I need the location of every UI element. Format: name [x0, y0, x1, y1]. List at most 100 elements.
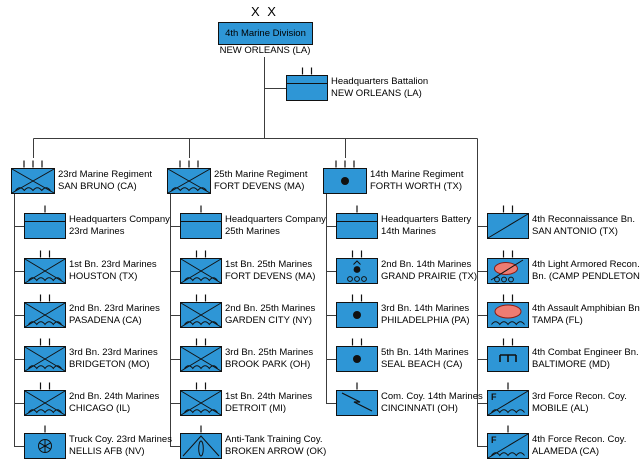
unit-name: 4th Force Recon. Coy. [532, 434, 627, 445]
artillery-towed-icon [336, 248, 378, 284]
unit-location: GARDEN CITY (NY) [225, 315, 312, 326]
unit-location: NEW ORLEANS (LA) [331, 88, 422, 99]
force-recon-icon: F [487, 423, 529, 459]
signal-icon [336, 380, 378, 416]
unit-name: 4th Combat Engineer Bn. [532, 347, 639, 358]
infantry-amphibious-icon [180, 292, 222, 328]
unit-name: 23rd Marine Regiment [58, 169, 152, 180]
unit-name: Headquarters Battery [381, 214, 472, 225]
echelon-marks [502, 294, 514, 302]
unit-location: SEAL BEACH (CA) [381, 359, 463, 370]
unit-name: 1st Bn. 25th Marines [225, 259, 313, 270]
unit-name: 2nd Bn. 23rd Marines [69, 303, 160, 314]
svg-text:F: F [491, 392, 497, 402]
division-location: NEW ORLEANS (LA) [219, 45, 311, 56]
echelon-marks [179, 160, 199, 168]
unit-name: Headquarters Battalion [331, 76, 429, 87]
headquarters-icon [24, 203, 66, 239]
echelon-marks [335, 160, 355, 168]
echelon-marks [39, 382, 51, 390]
unit-location: Bn. (CAMP PENDLETON [532, 271, 640, 282]
force-recon-icon: F [487, 380, 529, 416]
unit-name: 2nd Bn. 25th Marines [225, 303, 316, 314]
unit-label: Anti-Tank Training Coy.BROKEN ARROW (OK) [225, 434, 326, 458]
division-echelon-marks: X X [251, 4, 278, 19]
echelon-marks [351, 338, 363, 346]
unit-name: 5th Bn. 14th Marines [381, 347, 469, 358]
unit-label: 4th Reconnaissance Bn.SAN ANTONIO (TX) [532, 214, 635, 238]
unit-name: 1st Bn. 23rd Marines [69, 259, 157, 270]
division-node: 4th Marine Division [218, 22, 313, 45]
unit-label: 4th Light Armored Recon.Bn. (CAMP PENDLE… [532, 259, 640, 283]
unit-location: SAN BRUNO (CA) [58, 181, 137, 192]
echelon-marks [23, 160, 43, 168]
echelon-marks [351, 294, 363, 302]
unit-name: 3rd Bn. 23rd Marines [69, 347, 158, 358]
unit-name: Anti-Tank Training Coy. [225, 434, 323, 445]
echelon-marks [39, 338, 51, 346]
infantry-amphibious-icon [167, 158, 211, 194]
anti-tank-missile-icon [180, 423, 222, 459]
infantry-amphibious-icon [24, 292, 66, 328]
unit-label: 3rd Force Recon. Coy.MOBILE (AL) [532, 391, 627, 415]
echelon-marks [39, 250, 51, 258]
unit-name: Headquarters Company [69, 214, 170, 225]
artillery-icon [336, 336, 378, 372]
unit-location: BALTIMORE (MD) [532, 359, 610, 370]
echelon-marks [195, 294, 207, 302]
infantry-amphibious-icon [180, 380, 222, 416]
unit-name: 4th Reconnaissance Bn. [532, 214, 635, 225]
unit-location: BRIDGETON (MO) [69, 359, 150, 370]
unit-location: 14th Marines [381, 226, 436, 237]
unit-name: Com. Coy. 14th Marines [381, 391, 483, 402]
unit-location: NELLIS AFB (NV) [69, 446, 145, 457]
infantry-amphibious-icon [180, 336, 222, 372]
unit-location: BROKEN ARROW (OK) [225, 446, 327, 457]
unit-location: FORT DEVENS (MA) [214, 181, 305, 192]
echelon-marks [502, 205, 514, 213]
headquarters-icon [286, 65, 328, 101]
assault-amphibian-icon [487, 292, 529, 328]
artillery-icon [336, 292, 378, 328]
unit-label: 4th Combat Engineer Bn.BALTIMORE (MD) [532, 347, 639, 371]
unit-label: 4th Force Recon. Coy.ALAMEDA (CA) [532, 434, 626, 458]
headquarters-icon [336, 203, 378, 239]
unit-name: 4th Assault Amphibian Bn. [532, 303, 640, 314]
echelon-marks [301, 67, 313, 75]
unit-name: 3rd Bn. 14th Marines [381, 303, 470, 314]
unit-name: Truck Coy. 23rd Marines [69, 434, 172, 445]
truck-icon [24, 423, 66, 459]
unit-name: Headquarters Company [225, 214, 326, 225]
unit-label: 4th Assault Amphibian Bn.TAMPA (FL) [532, 303, 640, 327]
unit-location: GRAND PRAIRIE (TX) [381, 271, 478, 282]
unit-name: 14th Marine Regiment [370, 169, 464, 180]
reconnaissance-icon [487, 203, 529, 239]
infantry-amphibious-icon [24, 336, 66, 372]
svg-text:F: F [491, 435, 497, 445]
unit-location: PASADENA (CA) [69, 315, 142, 326]
unit-location: MOBILE (AL) [532, 403, 589, 414]
unit-location: 25th Marines [225, 226, 280, 237]
echelon-marks [39, 294, 51, 302]
unit-location: PHILADELPHIA (PA) [381, 315, 470, 326]
unit-location: ALAMEDA (CA) [532, 446, 600, 457]
unit-name: 3rd Force Recon. Coy. [532, 391, 627, 402]
unit-name: 4th Light Armored Recon. [532, 259, 640, 270]
